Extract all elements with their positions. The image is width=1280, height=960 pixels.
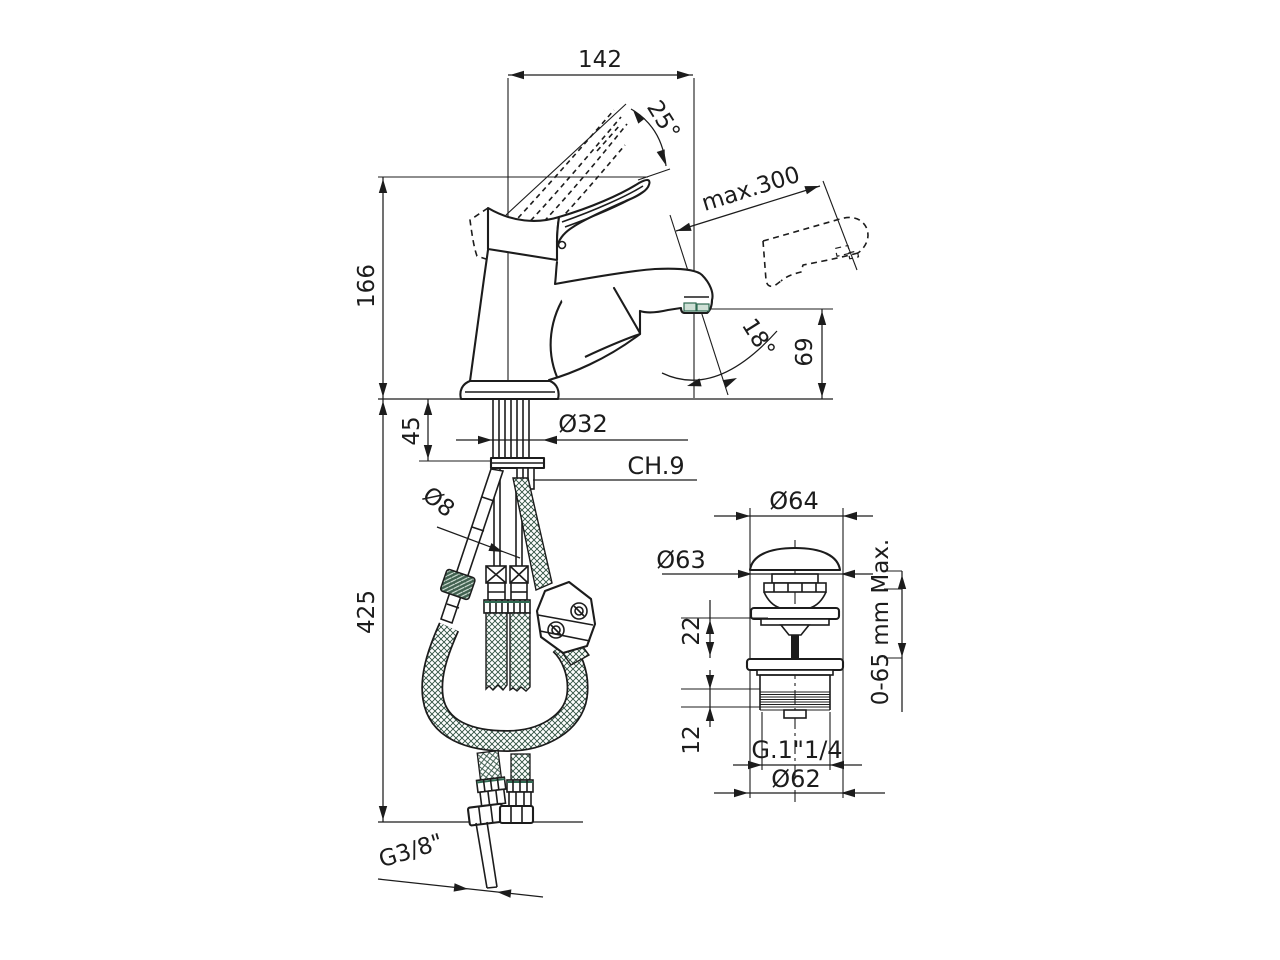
popup-waste [745, 508, 845, 802]
dim-label: 142 [578, 47, 622, 73]
dim-label: 18° [736, 314, 780, 362]
spray-hose-upper [512, 477, 553, 591]
dim-spout-height: 69 [792, 309, 827, 399]
dim-waste-flange-diameter: Ø63 [656, 546, 873, 579]
spray-hose-connector [439, 468, 505, 625]
dim-waste-upper-height: 22 [679, 600, 768, 658]
aerator [683, 296, 710, 312]
dim-label: 0-65 mm Max. [868, 539, 894, 706]
dim-label: 45 [399, 416, 425, 445]
dim-label: G.1"1/4 [751, 736, 842, 764]
spout [554, 267, 714, 358]
dim-label: max.300 [699, 162, 803, 217]
handle [486, 179, 651, 262]
dim-label: 166 [354, 264, 380, 308]
dim-label: 25° [641, 96, 685, 144]
dim-waste-thread-height: 12 [679, 670, 760, 755]
dim-supply-thread: G3/8" [376, 829, 544, 898]
dim-deck-depth: 45 [399, 399, 433, 461]
hose-weight-clamp [535, 580, 597, 655]
dim-height-body: 166 [354, 177, 388, 399]
dim-label: 12 [679, 725, 705, 754]
clamp-screw [547, 621, 565, 639]
dim-label: CH.9 [627, 452, 684, 480]
dim-label: 22 [679, 616, 705, 645]
dim-mount-range: 0-65 mm Max. [868, 539, 907, 712]
faucet-base [459, 379, 560, 401]
dim-label: Ø62 [771, 765, 820, 793]
pullout-spray-head-dashed [762, 216, 869, 288]
waste-thread-lines [760, 691, 830, 711]
dim-label: 69 [792, 337, 818, 366]
dim-waste-body-diameter: Ø62 [714, 765, 885, 798]
handle-cap-alt-dashed [469, 207, 490, 261]
dim-label: Ø32 [558, 410, 607, 438]
dim-label: Ø8 [417, 482, 459, 523]
supply-pipe-g38 [475, 821, 498, 889]
dim-label: Ø64 [769, 487, 818, 515]
waste-stem [791, 635, 799, 659]
waste-cap [748, 546, 842, 572]
dim-label: G3/8" [376, 829, 446, 873]
faucet-body [459, 103, 714, 401]
dim-handle-angle: 25° [629, 96, 685, 167]
dim-spray-pullout: max.300 [675, 162, 821, 236]
dim-spout-angle: 18° [661, 314, 780, 391]
dim-waste-cap-diameter: Ø64 [714, 487, 873, 521]
dim-hose-length: 425 [354, 399, 388, 822]
dim-width-top: 142 [508, 47, 693, 80]
dim-base-diameter: Ø32 [456, 410, 688, 445]
supply-hose-end-left [466, 749, 507, 827]
dim-label: Ø63 [656, 546, 705, 574]
supply-hose-end-right [498, 753, 535, 825]
clamp-screw [570, 602, 588, 620]
dim-wrench-size: CH.9 [533, 452, 697, 481]
dim-label: 425 [354, 590, 380, 634]
connector-knurl-ring [439, 568, 476, 601]
handle-raised-dashed [505, 109, 628, 253]
dimensions: 142 25° max.300 166 69 [354, 47, 907, 898]
dim-waste-thread: G.1"1/4 [733, 712, 862, 770]
supply-hoses [466, 565, 535, 889]
spray-hose-loop [421, 622, 589, 753]
